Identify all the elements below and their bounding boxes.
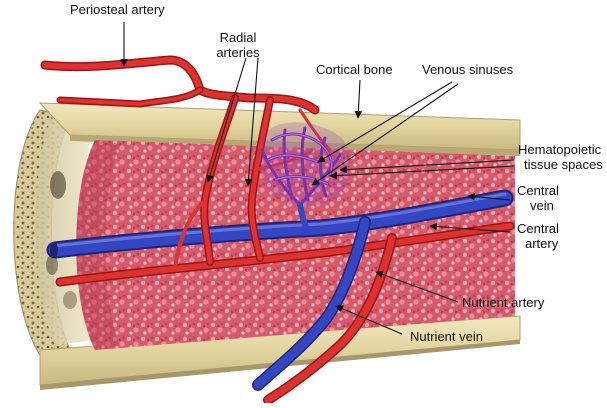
leader-sinus-1 [317,81,453,163]
label-venous-sinuses: Venous sinuses [422,62,514,77]
periosteal-artery [40,55,320,115]
leader-radial-left [206,57,247,183]
leader-central-artery [429,222,511,233]
label-central-artery-2: artery [525,236,559,251]
venous-sinuses [259,122,351,231]
label-central-vein-1: Central [517,183,559,198]
leader-hemato-2 [329,165,515,180]
label-central-artery-1: Central [517,221,559,236]
label-nutrient-artery: Nutrient artery [462,295,545,310]
label-central-vein-2: vein [530,198,554,213]
label-nutrient-vein: Nutrient vein [410,329,483,344]
central-artery [55,221,515,287]
leader-lines [120,22,515,335]
leader-hemato-1 [339,159,515,174]
label-cortical-bone: Cortical bone [316,62,393,77]
labels: Periosteal artery Radial arteries Cortic… [70,2,603,344]
radial-artery-left [173,94,239,270]
central-vein [46,189,514,259]
label-periosteal-artery: Periosteal artery [70,2,165,17]
label-hematopoietic-2: tissue spaces [524,157,603,172]
label-radial-arteries-2: arteries [216,45,260,60]
leader-cortical [354,79,363,119]
leader-nutrient-artery [375,270,459,303]
leader-nutrient-vein [335,305,403,335]
label-hematopoietic-1: Hematopoietic [518,142,602,157]
nutrient-vein [252,216,371,391]
leader-radial-right [244,57,259,187]
leader-sinus-2 [311,83,459,186]
label-radial-arteries-1: Radial [220,30,257,45]
leader-central-vein [467,192,511,201]
